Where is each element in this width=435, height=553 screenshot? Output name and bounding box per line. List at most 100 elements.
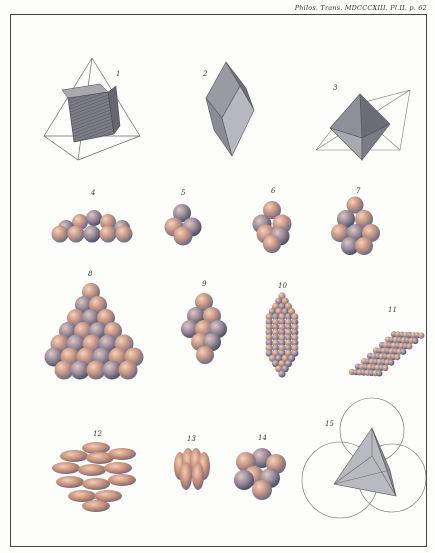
figure-15-geometric-construction (301, 397, 427, 519)
sphere (284, 328, 292, 336)
sphere (284, 313, 292, 321)
sphere (278, 292, 286, 300)
figure-label-7: 7 (356, 187, 361, 195)
sphere (272, 328, 280, 336)
sphere (291, 318, 299, 326)
sphere (394, 354, 401, 361)
sphere (291, 313, 299, 321)
figure-4-sphere-layer (51, 210, 133, 243)
sphere (278, 360, 286, 368)
sphere (278, 318, 286, 326)
figure-12-ellipsoid-stack (52, 442, 136, 512)
sphere (265, 339, 273, 347)
figure-label-14: 14 (258, 434, 267, 442)
sphere (272, 334, 280, 342)
figure-8-large-pyramid (44, 283, 144, 380)
sphere (412, 337, 419, 345)
figure-9-sphere-column (181, 293, 227, 364)
sphere (291, 323, 299, 331)
sphere (272, 349, 280, 357)
sphere (265, 318, 273, 326)
sphere (275, 354, 283, 362)
figure-10-sphere-prism (265, 292, 299, 378)
figure-label-10: 10 (278, 282, 287, 290)
sphere (278, 302, 286, 310)
figure-3-octahedron (315, 89, 411, 161)
sphere (284, 323, 292, 331)
figure-label-1: 1 (116, 70, 120, 78)
sphere (268, 354, 276, 362)
sphere (278, 349, 286, 357)
sphere (272, 360, 280, 368)
sphere (388, 359, 395, 366)
sphere (291, 334, 299, 342)
sphere (278, 339, 286, 347)
sphere (284, 360, 292, 368)
sphere (406, 343, 413, 350)
sphere (284, 318, 292, 326)
sphere (275, 297, 283, 305)
sphere (278, 323, 286, 331)
figure-label-9: 9 (202, 280, 207, 288)
figure-label-4: 4 (90, 189, 95, 197)
sphere (291, 328, 299, 336)
sphere (418, 332, 425, 339)
figure-label-5: 5 (181, 189, 186, 197)
sphere (272, 339, 280, 347)
sphere (288, 354, 296, 362)
sphere (275, 308, 283, 316)
sphere (265, 344, 273, 352)
sphere (275, 365, 283, 373)
sphere (272, 318, 280, 326)
figure-2-rhombohedron (205, 61, 255, 157)
sphere (291, 344, 299, 352)
figure-14-sphere-cluster (234, 448, 286, 500)
figure-11-sphere-rhombus (348, 331, 425, 377)
sphere (278, 370, 286, 378)
sphere (278, 344, 286, 352)
figure-6-octahedral-spheres (252, 201, 292, 253)
sphere (268, 308, 276, 316)
sphere (376, 370, 383, 377)
sphere (281, 365, 289, 373)
sphere (281, 308, 289, 316)
sphere (284, 302, 292, 310)
sphere (265, 313, 273, 321)
sphere (291, 339, 299, 347)
figure-7-sphere-pyramid (331, 196, 380, 255)
figure-label-15: 15 (325, 420, 334, 428)
sphere (284, 344, 292, 352)
sphere (265, 349, 273, 357)
sphere (288, 308, 296, 316)
figure-label-11: 11 (388, 306, 397, 314)
sphere (265, 334, 273, 342)
sphere (272, 313, 280, 321)
figure-13-prolate-ellipsoids (174, 448, 210, 490)
figure-label-2: 2 (202, 70, 208, 78)
sphere (278, 328, 286, 336)
sphere (265, 323, 273, 331)
sphere (272, 344, 280, 352)
plate-frame (10, 14, 427, 547)
sphere (284, 349, 292, 357)
plate-header: Philos. Trans. MDCCCXIII. Pl.II. p. 62 (294, 4, 427, 12)
figure-label-6: 6 (271, 187, 276, 195)
figure-label-12: 12 (93, 430, 102, 438)
sphere (284, 334, 292, 342)
figure-5-four-spheres (164, 204, 202, 246)
sphere (281, 354, 289, 362)
sphere (281, 297, 289, 305)
figure-label-3: 3 (333, 84, 338, 92)
figure-label-8: 8 (88, 270, 93, 278)
sphere (291, 349, 299, 357)
sphere (284, 339, 292, 347)
sphere (272, 302, 280, 310)
sphere (278, 334, 286, 342)
sphere (382, 364, 389, 372)
figure-label-13: 13 (187, 435, 196, 443)
sphere (400, 348, 407, 355)
sphere (272, 323, 280, 331)
figure-1-tetrahedron-cube (43, 57, 141, 161)
